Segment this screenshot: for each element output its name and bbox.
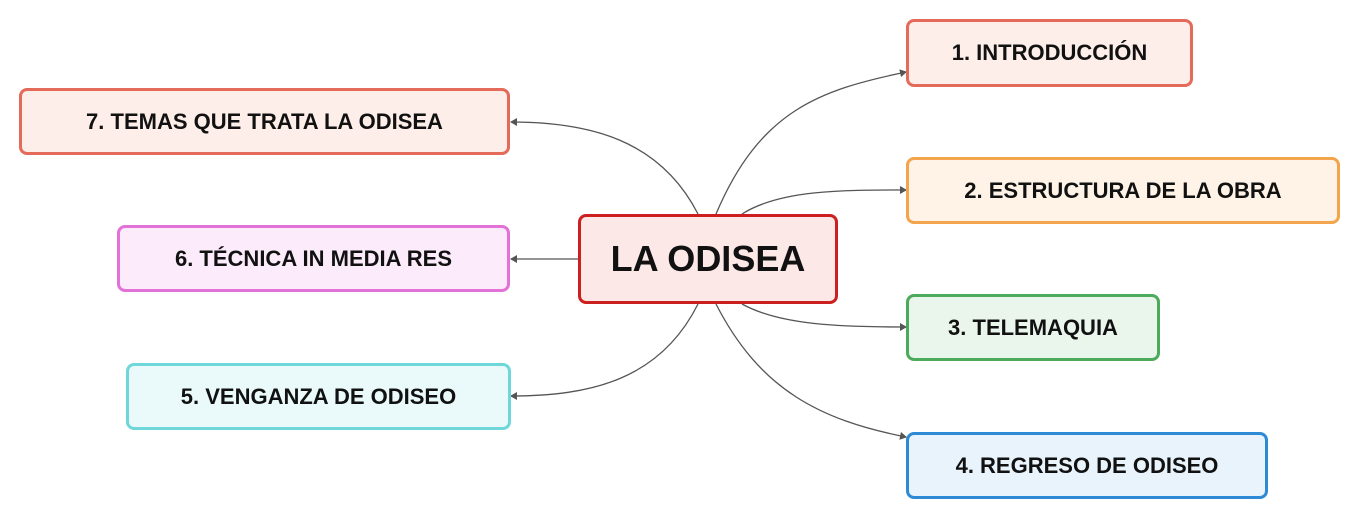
topic-temas-que-trata[interactable]: 7. TEMAS QUE TRATA LA ODISEA: [19, 88, 510, 155]
connector-5: [510, 303, 699, 400]
connector-2: [741, 186, 907, 215]
connector-3: [741, 303, 907, 331]
topic-introduccion[interactable]: 1. INTRODUCCIÓN: [906, 19, 1193, 87]
topic-venganza-de-odiseo[interactable]: 5. VENGANZA DE ODISEO: [126, 363, 511, 430]
topic-regreso-de-odiseo[interactable]: 4. REGRESO DE ODISEO: [906, 432, 1268, 499]
topic-telemaquia[interactable]: 3. TELEMAQUIA: [906, 294, 1160, 361]
connector-4: [715, 303, 907, 440]
central-topic[interactable]: LA ODISEA: [578, 214, 838, 304]
connector-1: [715, 69, 907, 215]
topic-estructura-de-la-obra[interactable]: 2. ESTRUCTURA DE LA OBRA: [906, 157, 1340, 224]
topic-tecnica-in-media-res[interactable]: 6. TÉCNICA IN MEDIA RES: [117, 225, 510, 292]
connector-7: [510, 118, 699, 215]
